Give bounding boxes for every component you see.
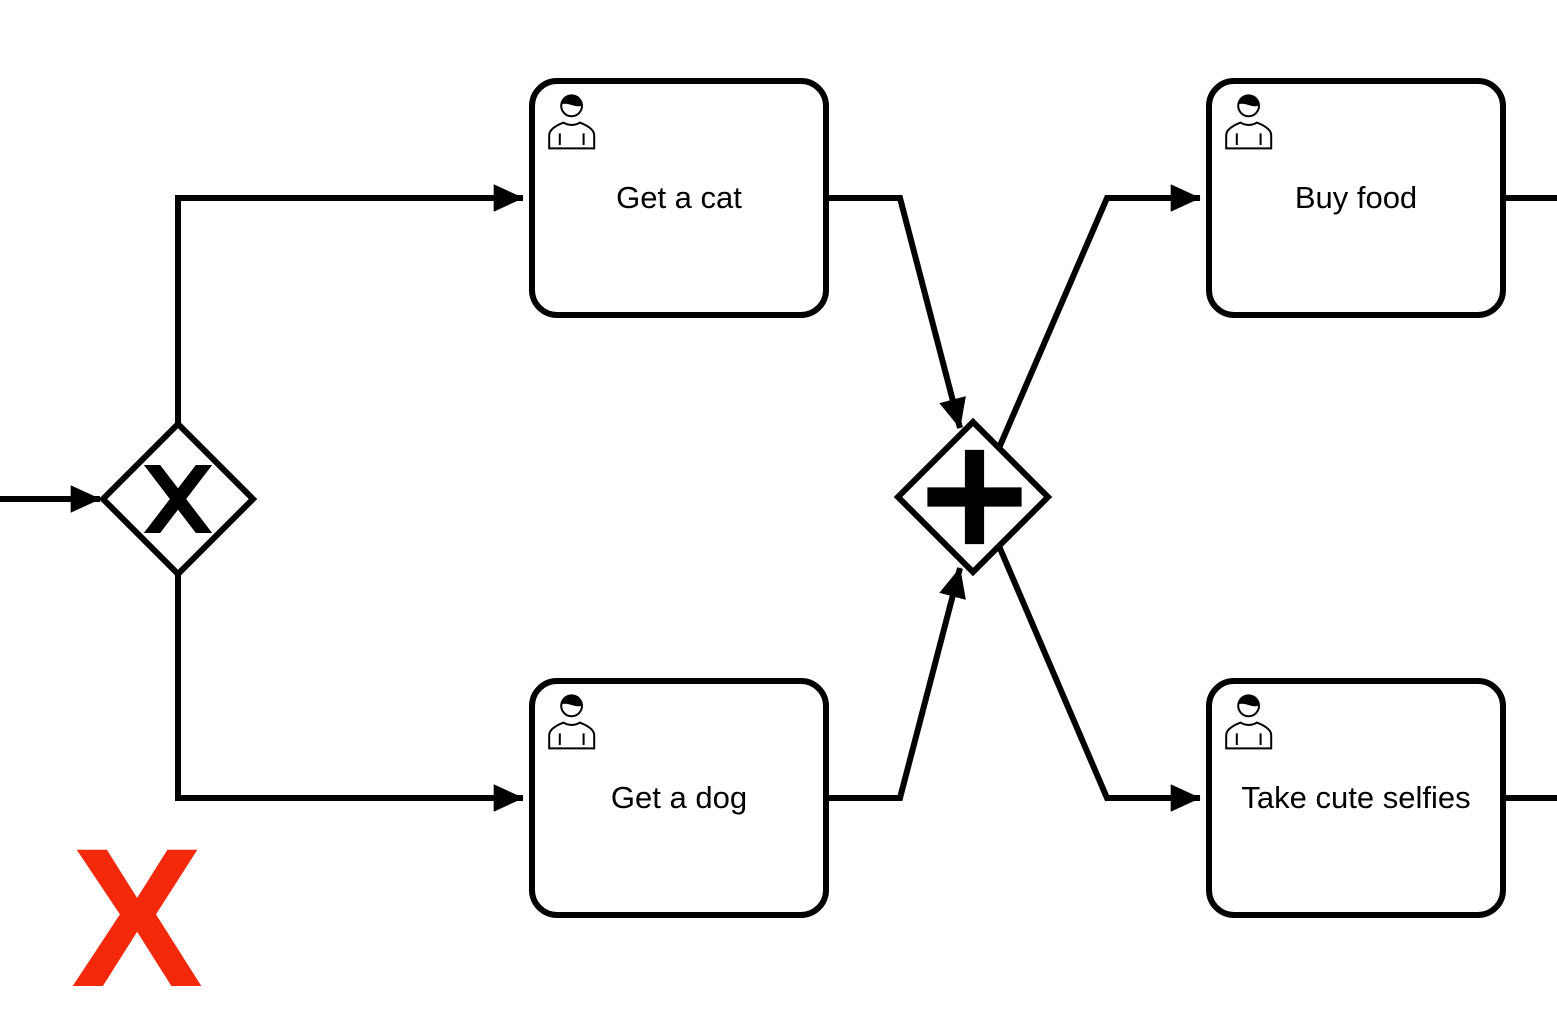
user-icon-hair (561, 694, 583, 707)
exclusive-gateway-x-icon (143, 464, 213, 534)
sequence-flow-get-a-cat-to-parallel (829, 195, 966, 429)
task-label: Get a cat (616, 180, 742, 215)
user-icon-hair (561, 94, 583, 107)
rejection-x-mark: X (71, 807, 204, 1009)
user-task-icon (1225, 694, 1273, 750)
user-icon-body (1225, 121, 1273, 150)
user-task-icon (1225, 94, 1273, 150)
parallel-gateway-plus-icon (927, 449, 1022, 545)
sequence-flow-xor-to-get-a-cat (175, 184, 524, 424)
task-buy-food: Buy food (1206, 78, 1506, 318)
sequence-flow-get-a-dog-to-parallel (829, 567, 966, 801)
user-task-icon (548, 694, 596, 750)
user-icon-hair (1238, 694, 1260, 707)
sequence-flow-parallel-to-buy-food (996, 184, 1201, 450)
sequence-flow-parallel-to-take-cute-selfies (996, 544, 1201, 812)
sequence-flow-xor-to-get-a-dog (175, 574, 524, 812)
task-get-a-cat: Get a cat (529, 78, 829, 318)
user-icon-body (548, 121, 596, 150)
user-icon-collar (1235, 133, 1262, 145)
task-label: Buy food (1294, 180, 1418, 215)
user-task-icon (548, 94, 596, 150)
user-icon-collar (1235, 733, 1262, 745)
user-icon-collar (558, 733, 585, 745)
user-icon-body (548, 721, 596, 750)
task-label: Get a dog (610, 780, 748, 815)
task-label: Take cute selfies (1241, 780, 1471, 815)
task-take-cute-selfies: Take cute selfies (1206, 678, 1506, 918)
user-icon-body (1225, 721, 1273, 750)
user-icon-hair (1238, 94, 1260, 107)
user-icon-collar (558, 133, 585, 145)
task-get-a-dog: Get a dog (529, 678, 829, 918)
